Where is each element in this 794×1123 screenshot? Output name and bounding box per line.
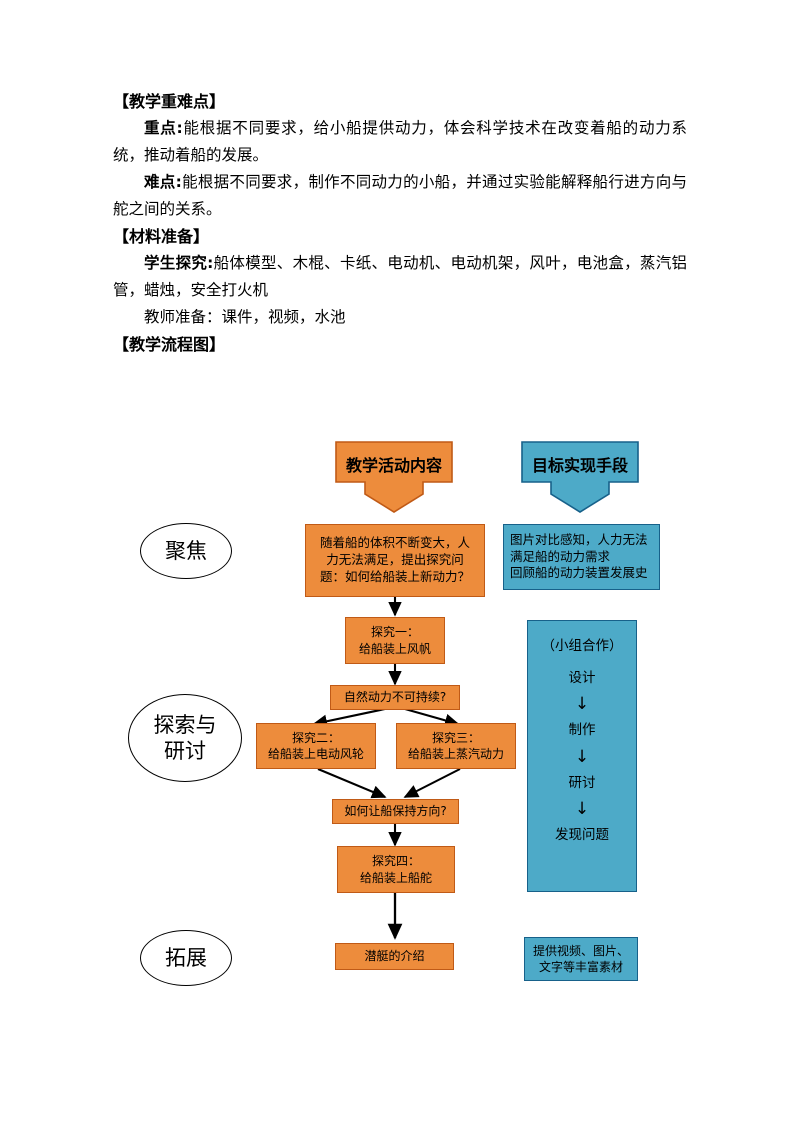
paragraph-body-key: 能根据不同要求，给小船提供动力，体会科学技术在改变着船的动力系统，推动着船的发展… <box>113 119 687 164</box>
paragraph-lead-student: 学生探究: <box>144 254 214 272</box>
node-inquiry-3-text: 探究三： 给船装上蒸汽动力 <box>397 728 515 764</box>
node-inquiry-3-line-2: 给船装上蒸汽动力 <box>407 747 504 761</box>
node-group-work: （小组合作） 设计 ↓ 制作 ↓ 研讨 ↓ 发现问题 <box>527 620 637 892</box>
node-means-compare-line-2: 满足船的动力需求 <box>510 548 611 564</box>
node-question-direction: 如何让船保持方向? <box>332 799 459 824</box>
node-materials-provided-line-2: 文字等丰富素材 <box>538 960 623 974</box>
stage-extend: 拓展 <box>140 930 232 986</box>
stage-extend-label: 拓展 <box>165 945 207 970</box>
node-group-work-step-design: 设计 <box>568 669 596 686</box>
banner-shape-orange <box>335 441 453 513</box>
node-problem-text: 随着船的体积不断变大，人 力无法满足，提出探究问 题：如何给船装上新动力？ <box>306 533 484 588</box>
node-means-compare: 图片对比感知，人力无法 满足船的动力需求 回顾船的动力装置发展史 <box>503 524 660 590</box>
node-problem-line-2: 力无法满足，提出探究问 <box>326 552 464 568</box>
node-group-work-step-make: 制作 <box>568 722 596 739</box>
down-arrow-icon: ↓ <box>574 694 590 715</box>
stage-explore-discuss: 探索与 研讨 <box>128 694 242 782</box>
node-inquiry-4-line-1: 探究四： <box>371 854 420 869</box>
node-inquiry-2: 探究二： 给船装上电动风轮 <box>256 723 376 769</box>
banner-label-right: 目标实现手段 <box>531 456 628 475</box>
node-inquiry-4: 探究四： 给船装上船舵 <box>337 846 455 893</box>
node-submarine-intro: 潜艇的介绍 <box>335 943 454 970</box>
paragraph-lead-teacher: 教师准备： <box>144 308 222 326</box>
node-inquiry-3: 探究三： 给船装上蒸汽动力 <box>396 723 516 769</box>
stage-focus: 聚焦 <box>140 523 232 579</box>
paragraph-teacher-materials: 教师准备：课件，视频，水池 <box>113 304 687 331</box>
stage-focus-label: 聚焦 <box>165 538 207 563</box>
node-inquiry-1: 探究一： 给船装上风帆 <box>345 617 445 664</box>
node-materials-provided-text: 提供视频、图片、 文字等丰富素材 <box>525 941 637 977</box>
node-means-compare-line-3: 回顾船的动力装置发展史 <box>510 565 648 581</box>
banner-goal-means: 目标实现手段 <box>521 441 639 513</box>
paragraph-lead-key: 重点: <box>144 119 183 137</box>
node-question-sustainability-text: 自然动力不可持续? <box>343 690 447 705</box>
paragraph-key-point: 重点:能根据不同要求，给小船提供动力，体会科学技术在改变着船的动力系统，推动着船… <box>113 115 687 169</box>
node-group-work-step-discuss: 研讨 <box>568 774 596 791</box>
node-group-work-step-findproblem: 发现问题 <box>555 827 609 844</box>
node-inquiry-2-line-1: 探究二： <box>291 730 340 745</box>
paragraph-body-student: 船体模型、木棍、卡纸、电动机、电动机架，风叶，电池盒，蒸汽铝管，蜡烛，安全打火机 <box>113 254 687 299</box>
node-means-compare-text: 图片对比感知，人力无法 满足船的动力需求 回顾船的动力装置发展史 <box>504 530 659 585</box>
node-inquiry-1-text: 探究一： 给船装上风帆 <box>346 622 444 658</box>
stage-explore-line2: 研讨 <box>164 739 206 763</box>
node-problem-line-3: 题：如何给船装上新动力？ <box>319 568 470 584</box>
paragraph-body-difficult: 能根据不同要求，制作不同动力的小船，并通过实验能解释船行进方向与舵之间的关系。 <box>113 173 687 218</box>
node-problem-line-1: 随着船的体积不断变大，人 <box>319 535 470 551</box>
node-inquiry-2-line-2: 给船装上电动风轮 <box>267 747 364 761</box>
banner-shape-blue <box>521 441 639 513</box>
paragraph-lead-difficult: 难点: <box>144 173 182 191</box>
node-materials-provided: 提供视频、图片、 文字等丰富素材 <box>524 937 638 981</box>
paragraph-body-teacher: 课件，视频，水池 <box>221 308 346 326</box>
stage-explore-line1: 探索与 <box>153 712 217 737</box>
node-problem: 随着船的体积不断变大，人 力无法满足，提出探究问 题：如何给船装上新动力？ <box>305 524 485 597</box>
node-inquiry-1-line-2: 给船装上风帆 <box>358 641 431 656</box>
node-submarine-intro-text: 潜艇的介绍 <box>364 949 425 964</box>
node-group-work-title: （小组合作） <box>541 638 623 654</box>
node-inquiry-3-line-1: 探究三： <box>431 730 480 745</box>
node-question-direction-text: 如何让船保持方向? <box>344 804 447 819</box>
paragraph-student-materials: 学生探究:船体模型、木棍、卡纸、电动机、电动机架，风叶，电池盒，蒸汽铝管，蜡烛，… <box>113 250 687 304</box>
down-arrow-icon: ↓ <box>574 799 590 820</box>
heading-flowchart: 【教学流程图】 <box>113 335 226 354</box>
node-inquiry-4-text: 探究四： 给船装上船舵 <box>338 851 454 887</box>
down-arrow-icon: ↓ <box>574 746 590 767</box>
heading-key-points: 【教学重难点】 <box>113 92 226 111</box>
node-means-compare-line-1: 图片对比感知，人力无法 <box>510 531 648 547</box>
heading-materials: 【材料准备】 <box>113 227 210 246</box>
node-inquiry-4-line-2: 给船装上船舵 <box>359 870 432 885</box>
lesson-text-block: 【教学重难点】 重点:能根据不同要求，给小船提供动力，体会科学技术在改变着船的动… <box>113 88 687 358</box>
banner-teaching-activities: 教学活动内容 <box>335 441 453 513</box>
paragraph-difficult-point: 难点:能根据不同要求，制作不同动力的小船，并通过实验能解释船行进方向与舵之间的关… <box>113 169 687 223</box>
banner-label-left: 教学活动内容 <box>345 456 442 475</box>
node-inquiry-2-text: 探究二： 给船装上电动风轮 <box>257 728 375 764</box>
node-inquiry-1-line-1: 探究一： <box>370 625 419 640</box>
node-materials-provided-line-1: 提供视频、图片、 <box>532 943 629 958</box>
node-question-sustainability: 自然动力不可持续? <box>330 685 460 710</box>
